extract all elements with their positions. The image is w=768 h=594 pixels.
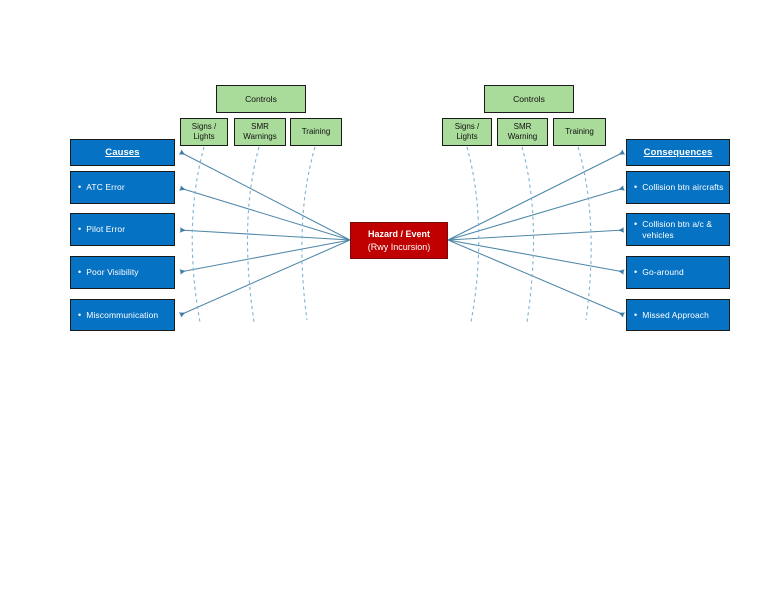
bullet-glyph: •	[78, 224, 82, 234]
consequence-box-collision-aircrafts[interactable]: • Collision btn aircrafts	[626, 171, 730, 204]
line-1: Signs /	[454, 122, 480, 131]
right-control-training-label: Training	[565, 127, 594, 136]
right-control-smr-warning-label: SMR Warning	[498, 122, 547, 142]
causes-header-box[interactable]: Causes	[70, 139, 175, 166]
causes-header-label: Causes	[105, 147, 140, 158]
left-control-box-training[interactable]: Training	[290, 118, 342, 146]
consequence-box-collision-vehicles[interactable]: • Collision btn a/c & vehicles	[626, 213, 730, 246]
cause-label-poor-visibility: Poor Visibility	[86, 267, 139, 277]
list-item: • Collision btn a/c & vehicles	[627, 219, 729, 241]
connector-hazard-to-consequences-header	[447, 149, 626, 241]
left-control-box-signs-lights[interactable]: Signs / Lights	[180, 118, 228, 146]
cause-box-atc-error[interactable]: • ATC Error	[70, 171, 175, 204]
right-control-box-signs-lights[interactable]: Signs / Lights	[442, 118, 492, 146]
left-control-training-label: Training	[301, 127, 331, 136]
consequence-label-collision-aircrafts: Collision btn aircrafts	[642, 182, 724, 192]
left-controls-header-box[interactable]: Controls	[216, 85, 306, 113]
bullet-glyph: •	[634, 218, 638, 229]
line-1: SMR	[251, 122, 269, 131]
barrier-arc-training-right	[577, 146, 592, 321]
left-controls-header-label: Controls	[245, 94, 277, 104]
bullet-glyph: •	[634, 309, 638, 320]
bullet-glyph: •	[78, 309, 82, 320]
consequences-header-label: Consequences	[643, 147, 713, 158]
list-item: • Miscommunication	[71, 310, 174, 321]
left-control-signs-lights-label: Signs / Lights	[181, 122, 227, 142]
right-control-box-smr-warning[interactable]: SMR Warning	[497, 118, 548, 146]
right-controls-header-label: Controls	[513, 94, 545, 104]
hazard-title: Hazard / Event	[367, 229, 431, 239]
line-2: Lights	[456, 132, 478, 141]
connector-hazard-to-causes-header	[178, 149, 351, 241]
list-item: • Missed Approach	[627, 310, 729, 321]
connector-hazard-to-poor-visibility	[179, 239, 351, 275]
cause-label-miscommunication: Miscommunication	[86, 309, 159, 320]
connector-hazard-to-go-around	[447, 239, 625, 275]
consequences-header-box[interactable]: Consequences	[626, 139, 730, 166]
barrier-arc-signs-lights-right	[466, 146, 480, 323]
left-barrier-arcs	[191, 146, 316, 323]
list-item: • Collision btn aircrafts	[627, 182, 729, 193]
cause-label-pilot-error: Pilot Error	[86, 224, 126, 234]
cause-box-poor-visibility[interactable]: • Poor Visibility	[70, 256, 175, 289]
hazard-subtitle: (Rwy Incursion)	[367, 241, 431, 252]
cause-connectors	[178, 149, 351, 318]
barrier-arc-smr-warnings-left	[246, 146, 260, 323]
right-control-box-training[interactable]: Training	[553, 118, 606, 146]
connector-hazard-to-miscommunication	[178, 239, 351, 318]
line-1: SMR	[513, 122, 532, 131]
consequence-label-collision-vehicles: Collision btn a/c & vehicles	[642, 218, 713, 240]
bullet-glyph: •	[78, 182, 82, 192]
bullet-glyph: •	[634, 267, 638, 277]
list-item: • ATC Error	[71, 182, 174, 193]
barrier-arc-signs-lights-left	[191, 146, 205, 323]
barrier-arc-training-left	[301, 146, 316, 321]
line-2: Warnings	[243, 132, 277, 141]
connector-hazard-to-pilot-error	[179, 227, 351, 241]
cause-box-pilot-error[interactable]: • Pilot Error	[70, 213, 175, 246]
bullet-glyph: •	[78, 267, 82, 277]
cause-box-miscommunication[interactable]: • Miscommunication	[70, 299, 175, 331]
barrier-arc-smr-warning-right	[521, 146, 535, 323]
consequence-box-missed-approach[interactable]: • Missed Approach	[626, 299, 730, 331]
connector-hazard-to-collision-aircrafts	[447, 185, 625, 241]
list-item: • Go-around	[627, 267, 729, 278]
bullet-glyph: •	[634, 182, 638, 192]
right-control-signs-lights-label: Signs / Lights	[443, 122, 491, 142]
consequence-label-go-around: Go-around	[642, 267, 684, 277]
connector-hazard-to-missed-approach	[447, 239, 626, 318]
left-control-smr-warnings-label: SMR Warnings	[235, 122, 285, 142]
hazard-event-box[interactable]: Hazard / Event (Rwy Incursion)	[350, 222, 448, 259]
consequence-box-go-around[interactable]: • Go-around	[626, 256, 730, 289]
line-1: Signs /	[191, 122, 217, 131]
connector-hazard-to-collision-vehicles	[447, 227, 625, 241]
connector-hazard-to-atc-error	[178, 185, 351, 241]
consequence-connectors	[447, 149, 626, 318]
line-2: Lights	[193, 132, 215, 141]
left-control-box-smr-warnings[interactable]: SMR Warnings	[234, 118, 286, 146]
list-item: • Pilot Error	[71, 224, 174, 235]
right-controls-header-box[interactable]: Controls	[484, 85, 574, 113]
right-barrier-arcs	[466, 146, 592, 323]
consequence-label-missed-approach: Missed Approach	[642, 309, 709, 320]
cause-label-atc-error: ATC Error	[86, 182, 125, 192]
list-item: • Poor Visibility	[71, 267, 174, 278]
line-2: Warning	[507, 132, 538, 141]
